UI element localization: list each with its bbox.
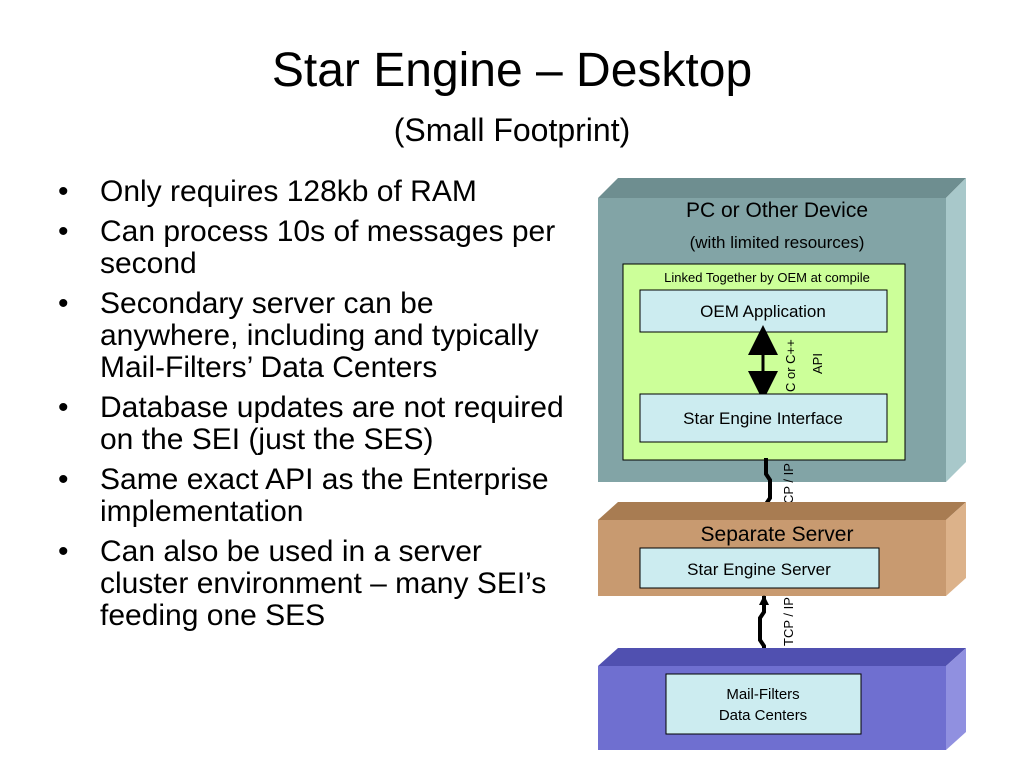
bullet-dot-icon: • (58, 215, 69, 248)
server-block-side (946, 502, 966, 596)
device-subtitle: (with limited resources) (690, 233, 865, 252)
device-block: PC or Other Device (with limited resourc… (598, 178, 966, 482)
bullet-dot-icon: • (58, 287, 69, 320)
star-engine-interface-label: Star Engine Interface (683, 409, 843, 428)
bullet-dot-icon: • (58, 175, 69, 208)
slide-title: Star Engine – Desktop (271, 44, 753, 97)
datacenter-block-top (598, 648, 966, 666)
bullet-list: • Only requires 128kb of RAM • Can process… (56, 176, 576, 640)
slide-subtitle: (Small Footprint) (393, 112, 631, 148)
bullet-item: • Can also be used in a server cluster en… (56, 536, 576, 632)
datacenter-block: Mail-Filters Data Centers (598, 648, 966, 750)
data-centers-label: Data Centers (719, 707, 807, 724)
tcp-ip-label-1: TCP / IP (781, 463, 796, 512)
linked-together-label: Linked Together by OEM at compile (664, 270, 870, 285)
bullet-text: Same exact API as the Enterprise impleme… (100, 463, 549, 528)
bullet-item: • Can process 10s of messages per second (56, 216, 576, 280)
server-title: Separate Server (701, 523, 854, 546)
bullet-dot-icon: • (58, 535, 69, 568)
device-title: PC or Other Device (686, 199, 868, 222)
server-block-top (598, 502, 966, 520)
bullet-text: Secondary server can be anywhere, includ… (100, 287, 539, 384)
device-block-top (598, 178, 966, 198)
star-engine-server-box (639, 547, 880, 589)
api-language-label: C or C++ (783, 339, 798, 392)
bullet-text: Only requires 128kb of RAM (100, 175, 477, 208)
server-block: Separate Server Star Engine Server (598, 502, 966, 596)
device-block-side (946, 178, 966, 482)
star-engine-interface-box (639, 393, 888, 443)
bullet-item: • Database updates are not required on th… (56, 392, 576, 456)
datacenter-block-side (946, 648, 966, 750)
mail-filters-box (665, 673, 862, 735)
mail-filters-label: Mail-Filters (726, 686, 799, 703)
bullet-dot-icon: • (58, 391, 69, 424)
bullet-text: Can process 10s of messages per second (100, 215, 556, 280)
bullet-item: • Same exact API as the Enterprise implem… (56, 464, 576, 528)
api-label: API (810, 353, 825, 374)
bullet-text: Database updates are not required on the… (100, 391, 564, 456)
bullet-dot-icon: • (58, 463, 69, 496)
star-engine-server-label: Star Engine Server (687, 560, 831, 579)
oem-application-label: OEM Application (700, 302, 826, 321)
bullet-item: • Secondary server can be anywhere, inclu… (56, 288, 576, 384)
tcp-ip-label-2: TCP / IP (781, 597, 796, 646)
bullet-item: • Only requires 128kb of RAM (56, 176, 576, 208)
bullet-text: Can also be used in a server cluster env… (100, 535, 547, 632)
